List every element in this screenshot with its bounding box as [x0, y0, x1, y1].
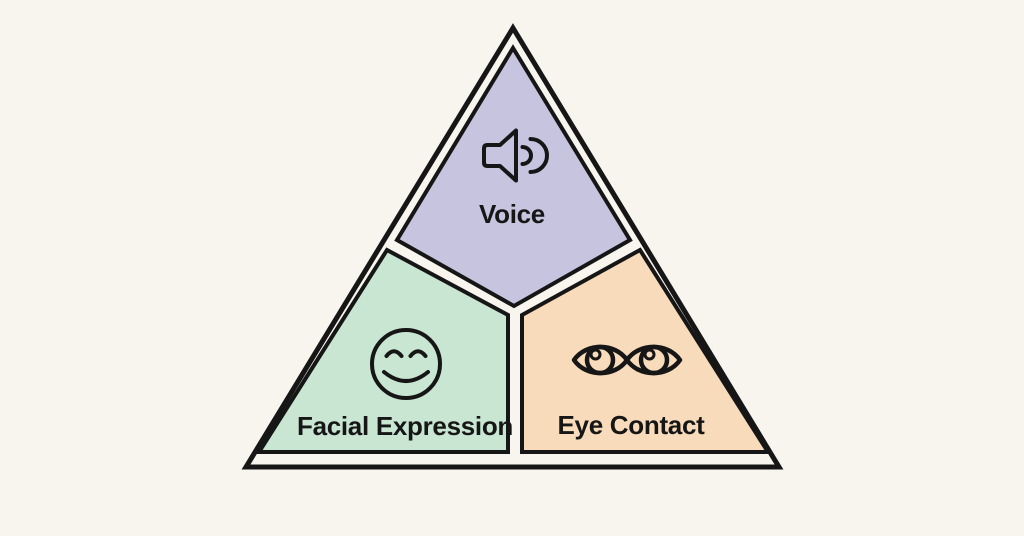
- smiley-left-eye: [384, 349, 404, 358]
- facial-expression-shape: [255, 247, 510, 454]
- smiley-face-outline: [370, 328, 442, 400]
- speaker-wave-small: [520, 145, 533, 166]
- left-eye-iris: [584, 344, 616, 376]
- triangle-outline: [241, 23, 784, 470]
- speaker-icon: [482, 128, 549, 183]
- facial-expression-label: Facial Expression: [297, 411, 513, 441]
- section-voice: Voice: [394, 44, 633, 309]
- smiley-right-eye: [408, 349, 428, 358]
- left-eye-pupil: [589, 348, 602, 361]
- eye-contact-label: Eye Contact: [558, 410, 706, 440]
- smiley-mouth: [382, 370, 430, 383]
- voice-label: Voice: [479, 199, 545, 229]
- section-facial-expression: Facial Expression: [255, 247, 513, 454]
- right-eye-iris: [638, 344, 670, 376]
- speaker-wave-large: [528, 137, 549, 174]
- section-eye-contact: Eye Contact: [520, 247, 772, 454]
- eyes-icon: [571, 344, 683, 376]
- speaker-body: [482, 128, 518, 183]
- right-eye-outline: [624, 344, 683, 376]
- right-eye-pupil: [643, 348, 656, 361]
- smiley-face-icon: [370, 328, 442, 400]
